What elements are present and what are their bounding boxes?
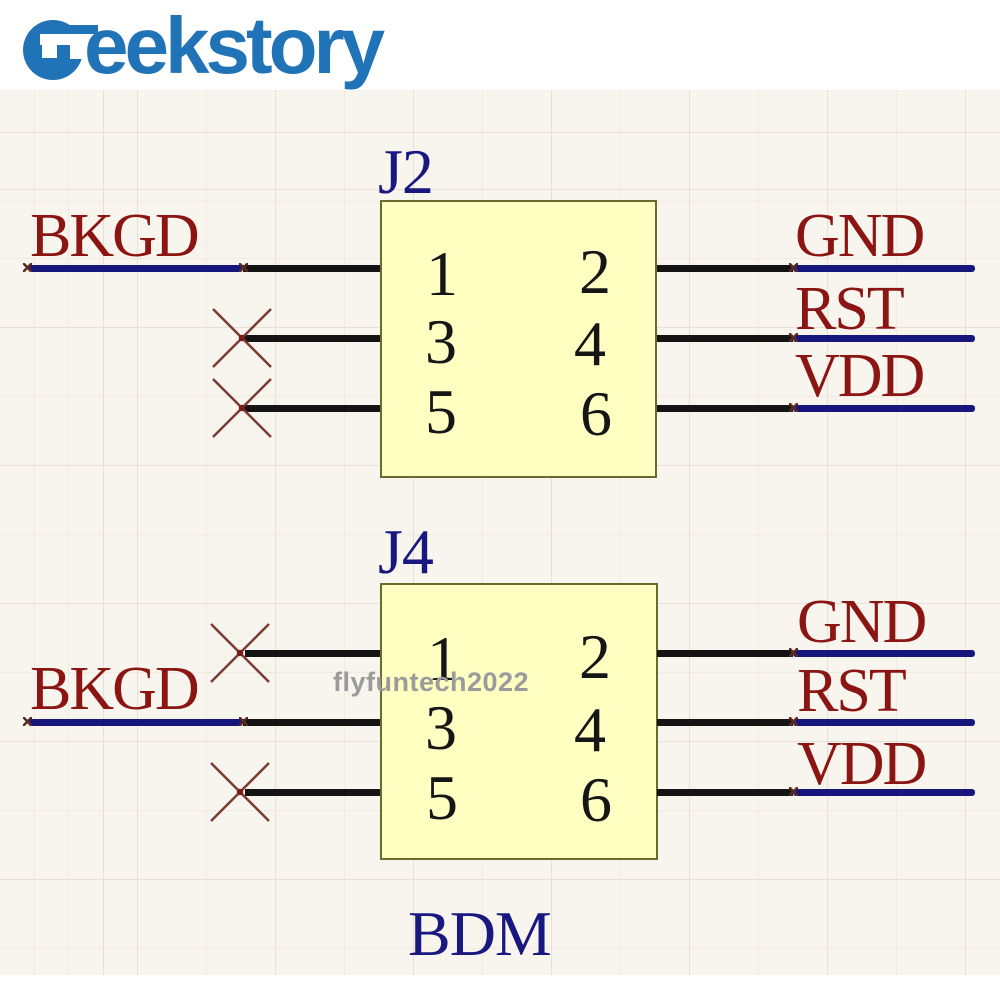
net-label-vdd-j4: VDD bbox=[797, 730, 927, 798]
wire-junction-marker bbox=[789, 263, 798, 272]
geekstory-g-icon bbox=[23, 20, 100, 80]
wire-j2-pin2-stub bbox=[657, 265, 793, 272]
wire-j2-pin4-stub bbox=[657, 335, 793, 342]
designator-j2: J2 bbox=[378, 136, 434, 207]
wire-j2-pin5-stub bbox=[245, 405, 380, 412]
brand-header: eekstory bbox=[0, 0, 1000, 90]
j2-pin-6: 6 bbox=[580, 378, 612, 449]
no-connect-icon-j2-pin5 bbox=[212, 378, 272, 438]
connector-j4-body bbox=[380, 583, 658, 860]
wire-bkgd-j4 bbox=[28, 719, 243, 726]
bdm-label: BDM bbox=[408, 898, 552, 969]
wire-junction-marker bbox=[789, 333, 798, 342]
wire-bkgd-j2 bbox=[28, 265, 243, 272]
net-label-bkgd-j4: BKGD bbox=[30, 655, 200, 723]
wire-j2-pin1-stub bbox=[243, 265, 380, 272]
wire-junction-marker bbox=[789, 717, 798, 726]
wire-vdd-j2 bbox=[793, 405, 975, 412]
wire-end-marker bbox=[23, 717, 32, 726]
wire-junction-marker bbox=[789, 787, 798, 796]
net-label-gnd-j2: GND bbox=[795, 202, 925, 270]
wire-junction-marker bbox=[789, 648, 798, 657]
wire-j4-pin2-stub bbox=[657, 650, 793, 657]
wire-j4-pin4-stub bbox=[657, 719, 793, 726]
wire-gnd-j2 bbox=[793, 265, 975, 272]
wire-j4-pin5-stub bbox=[245, 789, 380, 796]
j4-pin-2: 2 bbox=[579, 621, 611, 692]
j4-pin-6: 6 bbox=[580, 764, 612, 835]
net-label-rst-j4: RST bbox=[797, 657, 907, 725]
wire-rst-j4 bbox=[793, 719, 975, 726]
wire-j4-pin6-stub bbox=[657, 789, 793, 796]
j4-pin-4: 4 bbox=[574, 694, 606, 765]
j2-pin-2: 2 bbox=[579, 236, 611, 307]
wire-end-marker bbox=[23, 263, 32, 272]
watermark: flyfuntech2022 bbox=[333, 667, 530, 697]
j4-pin-1: 1 bbox=[427, 623, 459, 694]
wire-j2-pin3-stub bbox=[245, 335, 380, 342]
no-connect-icon-j4-pin1 bbox=[210, 623, 270, 683]
j2-pin-3: 3 bbox=[425, 306, 457, 377]
wire-junction-marker bbox=[239, 717, 248, 726]
no-connect-icon-j2-pin3 bbox=[212, 308, 272, 368]
j4-pin-5: 5 bbox=[426, 762, 458, 833]
connector-j2-body bbox=[380, 200, 657, 478]
net-label-vdd-j2: VDD bbox=[795, 342, 925, 410]
brand-wordmark: eekstory bbox=[84, 1, 385, 90]
designator-j4: J4 bbox=[378, 516, 434, 587]
j4-pin-3: 3 bbox=[425, 692, 457, 763]
wire-j2-pin6-stub bbox=[657, 405, 793, 412]
net-label-rst-j2: RST bbox=[795, 275, 905, 343]
j2-pin-1: 1 bbox=[426, 238, 458, 309]
wire-j4-pin3-stub bbox=[243, 719, 380, 726]
wire-gnd-j4 bbox=[793, 650, 975, 657]
wire-junction-marker bbox=[789, 403, 798, 412]
wire-junction-marker bbox=[239, 263, 248, 272]
j2-pin-5: 5 bbox=[425, 376, 457, 447]
net-label-bkgd-j2: BKGD bbox=[30, 202, 200, 270]
wire-rst-j2 bbox=[793, 335, 975, 342]
j2-pin-4: 4 bbox=[574, 308, 606, 379]
no-connect-icon-j4-pin5 bbox=[210, 762, 270, 822]
wire-j4-pin1-stub bbox=[245, 650, 380, 657]
net-label-gnd-j4: GND bbox=[797, 588, 927, 656]
wire-vdd-j4 bbox=[793, 789, 975, 796]
